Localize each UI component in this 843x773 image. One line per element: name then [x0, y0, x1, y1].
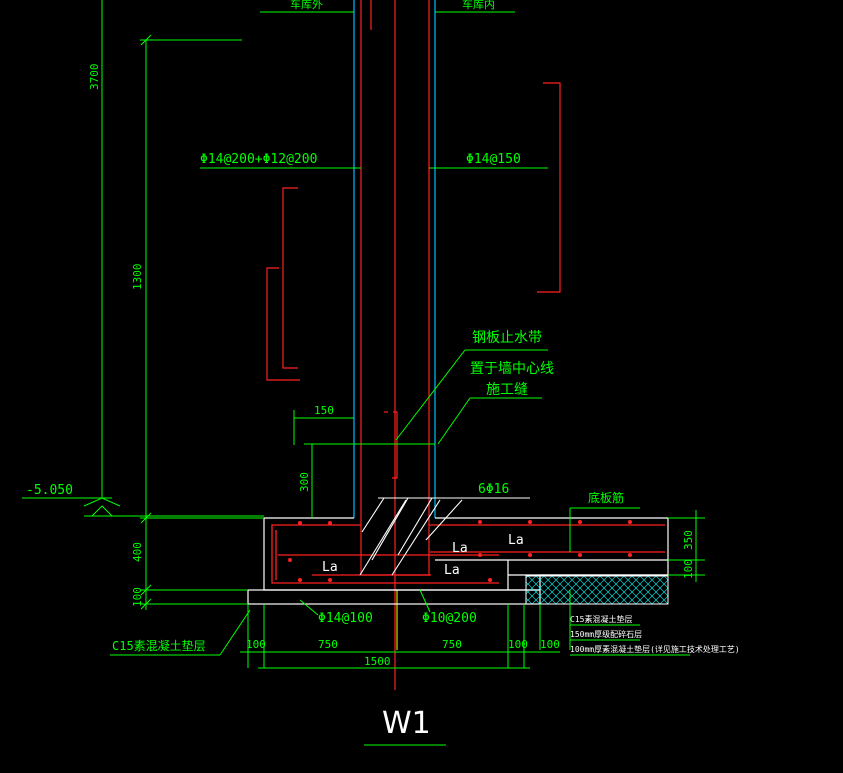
cushion-label: C15素混凝土垫层 — [112, 638, 206, 653]
dimension-lines — [22, 0, 705, 746]
dim-bottom-100b: 100 — [508, 638, 528, 651]
rebar-left-wall: Φ14@200+Φ12@200 — [200, 152, 317, 167]
wall-faces — [353, 0, 436, 518]
dim-bottom-100a: 100 — [246, 638, 266, 651]
dim-100-left: 100 — [131, 587, 144, 607]
dim-400: 400 — [131, 542, 144, 562]
dim-350: 350 — [682, 530, 695, 550]
anchor-diagonals — [359, 497, 530, 576]
dim-total-1500: 1500 — [364, 655, 391, 668]
waterstop-line1: 钢板止水带 — [472, 330, 542, 346]
wall-rebar — [360, 0, 430, 690]
la-3: La — [508, 533, 524, 548]
la-1: La — [322, 560, 338, 575]
rebar-bottom-left: Φ14@100 — [318, 611, 373, 626]
foundation-outline — [247, 517, 669, 605]
rebar-bottom-right: Φ10@200 — [422, 611, 477, 626]
waterstop-line3: 施工缝 — [486, 382, 528, 398]
gravel-layer — [525, 575, 669, 605]
rebar-dots — [288, 520, 632, 582]
elevation-label: -5.050 — [26, 483, 73, 498]
legend-note-1: C15素混凝土垫层 — [570, 614, 632, 624]
legend-note-3: 100mm厚素混凝土垫层(详见施工技术处理工艺) — [570, 644, 740, 654]
dim-bottom-750a: 750 — [318, 638, 338, 651]
lap-brackets — [266, 82, 561, 479]
dim-bottom-750b: 750 — [442, 638, 462, 651]
dim-300: 300 — [298, 472, 311, 492]
label-outside: 车库外 — [290, 0, 323, 11]
la-2: La — [452, 541, 468, 556]
dim-bottom-100c: 100 — [540, 638, 560, 651]
waterstop-line2: 置于墙中心线 — [470, 361, 554, 377]
dim-100-right: 100 — [682, 559, 695, 579]
foundation-rebar — [271, 524, 665, 584]
dim-150: 150 — [314, 404, 334, 417]
slab-rebar-label: 底板筋 — [588, 490, 624, 505]
rebar-top: 6Φ16 — [478, 482, 509, 497]
dim-1300: 1300 — [131, 264, 144, 291]
la-4: La — [444, 563, 460, 578]
label-inside: 车库内 — [462, 0, 495, 11]
dim-3700: 3700 — [88, 64, 101, 91]
legend-note-2: 150mm厚级配碎石层 — [570, 629, 642, 639]
drawing-title: W1 — [382, 706, 431, 741]
rebar-right-wall: Φ14@150 — [466, 152, 521, 167]
